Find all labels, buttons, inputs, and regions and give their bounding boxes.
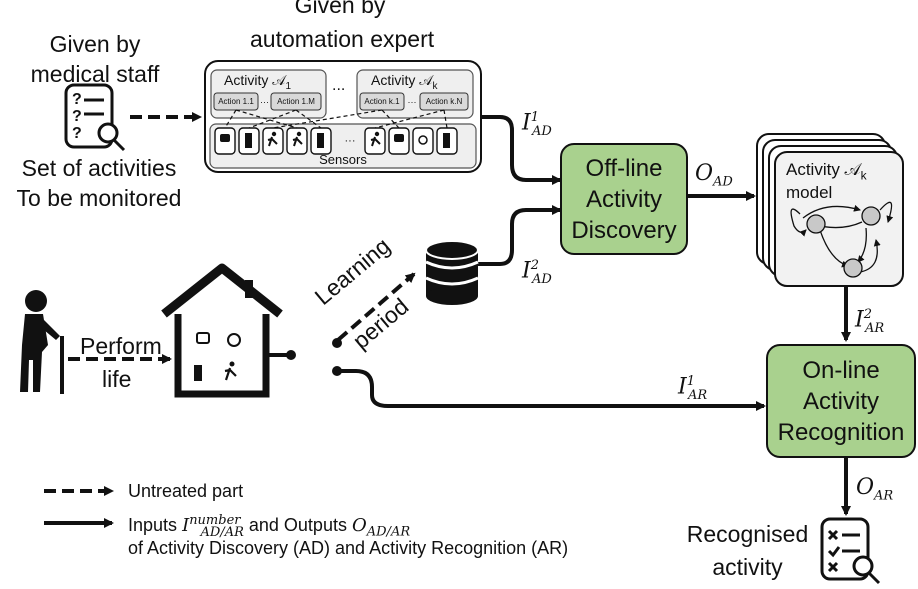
label-iar1: I1AR — [678, 374, 708, 403]
svg-text:?: ? — [72, 125, 82, 142]
automation-expert-line-1: Given by — [294, 0, 386, 18]
set-activities-line-1: Set of activities — [21, 155, 177, 181]
sensors-label: Sensors — [319, 152, 367, 167]
label-oad: OAD — [695, 161, 733, 190]
medical-staff-line-2: medical staff — [30, 61, 160, 87]
arrow-iar1 — [337, 369, 766, 411]
markov-model — [790, 201, 894, 273]
label-iad1: I1AD — [522, 110, 552, 139]
elderly-person-icon — [20, 290, 64, 394]
sensor-glyphs — [220, 131, 450, 148]
label-iar2: I2AR — [855, 307, 885, 336]
discovery-line-2: Activity — [585, 185, 662, 213]
svg-text:?: ? — [72, 91, 82, 108]
label-iad2: I2AD — [522, 258, 552, 287]
question-marks: ? ? ? — [72, 91, 82, 142]
automation-expert-line-2: automation expert — [250, 26, 435, 52]
result-line-1: Recognised — [686, 521, 809, 547]
result-checklist-icon — [820, 517, 881, 585]
smart-home-icon — [161, 263, 283, 398]
discovery-line-3: Discovery — [571, 216, 677, 244]
offline-activity-discovery-box: Off-line Activity Discovery — [560, 143, 688, 255]
legend-dashed-label: Untreated part — [128, 481, 244, 501]
learning-period-arrow — [336, 272, 416, 342]
arrow-iad1 — [481, 115, 562, 185]
svg-text:?: ? — [72, 108, 82, 125]
result-line-2: activity — [712, 554, 783, 580]
legend-solid-label: Inputs InumberAD/AR and Outputs OAD/AR — [128, 513, 411, 540]
discovery-line-1: Off-line — [585, 154, 663, 182]
markov-states — [806, 206, 881, 278]
action-k-n-label: Action k.N — [425, 97, 463, 106]
question-list-icon — [64, 83, 126, 152]
action-sep-left: ··· — [260, 97, 269, 107]
recognition-line-2: Activity — [802, 387, 879, 415]
action-1-m-label: Action 1.M — [277, 97, 315, 106]
medical-staff-line-1: Given by — [49, 31, 141, 57]
activities-ellipsis: ... — [332, 77, 346, 94]
recognition-line-3: Recognition — [777, 418, 905, 446]
sensors-ellipsis: ··· — [344, 135, 356, 147]
recognition-line-1: On-line — [802, 356, 880, 384]
arrow-iad2 — [476, 205, 562, 266]
perform-line-2: life — [102, 366, 132, 392]
set-activities-line-2: To be monitored — [16, 185, 182, 211]
switch — [266, 338, 342, 376]
database-icon — [425, 240, 479, 305]
model-title: Activity 𝒜k — [786, 160, 867, 183]
legend-solid-line-2: of Activity Discovery (AD) and Activity … — [128, 538, 569, 558]
online-activity-recognition-box: On-line Activity Recognition — [766, 344, 916, 458]
model-stack — [756, 133, 904, 287]
mapping-lines — [224, 109, 448, 129]
label-oar: OAR — [856, 475, 894, 504]
activity-1-title: Activity 𝒜1 — [224, 72, 292, 92]
action-sep-right: ··· — [407, 97, 417, 107]
model-subtitle: model — [786, 183, 833, 202]
perform-line-1: Perform — [80, 333, 162, 359]
action-k-1-label: Action k.1 — [364, 97, 400, 106]
action-1-1-label: Action 1.1 — [218, 97, 254, 106]
activity-k-title: Activity 𝒜k — [371, 72, 438, 92]
